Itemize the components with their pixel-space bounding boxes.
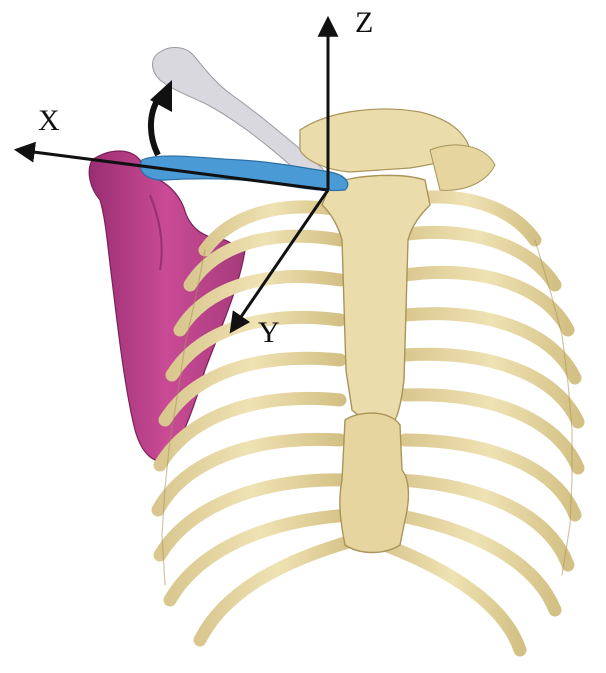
- x-axis-label: X: [38, 106, 60, 136]
- rotation-arrow-icon: [150, 80, 172, 155]
- right-ribs: [385, 197, 578, 650]
- z-axis-label: Z: [355, 8, 373, 38]
- y-axis-label: Y: [258, 318, 280, 348]
